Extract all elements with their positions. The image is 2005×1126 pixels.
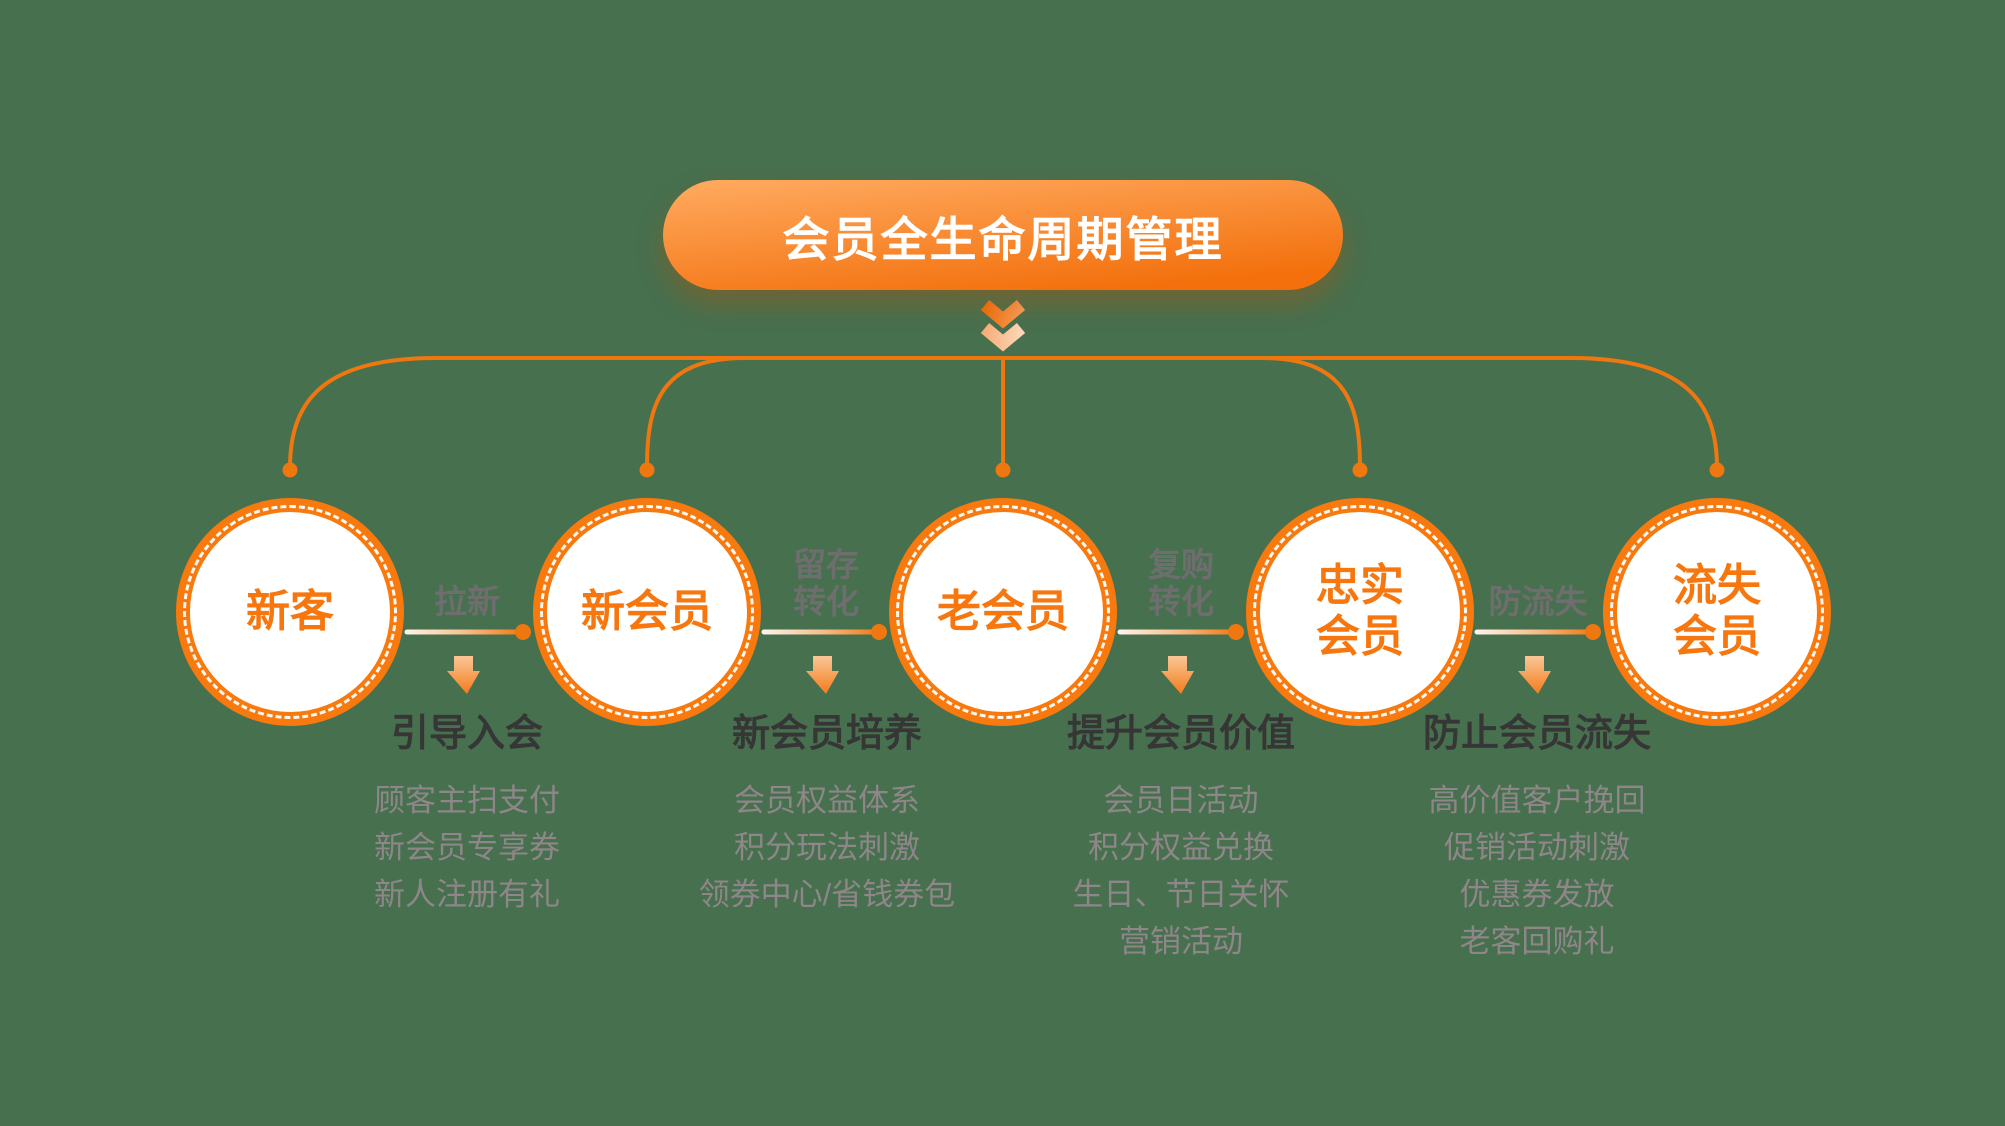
list-item: 优惠券发放 bbox=[1459, 877, 1615, 912]
circle-label: 忠实 会员 bbox=[1316, 561, 1404, 661]
chevron-down-icon bbox=[980, 300, 1026, 352]
branch-drop-4 bbox=[1261, 356, 1362, 469]
list-item: 积分权益兑换 bbox=[1088, 830, 1274, 865]
branch-lines bbox=[288, 356, 1719, 469]
branch-end-dots bbox=[282, 462, 1725, 478]
column-heading-value: 提升会员价值 bbox=[1066, 713, 1296, 755]
transition-label-anti-churn: 防流失 bbox=[1488, 583, 1588, 621]
column-items-prevention: 高价值客户挽回 促销活动刺激 优惠券发放 老客回购礼 bbox=[1429, 777, 1646, 965]
arrow-down-icon bbox=[806, 656, 839, 694]
arrow-down-icon bbox=[1161, 656, 1194, 694]
list-item: 生日、节日关怀 bbox=[1072, 877, 1290, 912]
column-heading-prevention: 防止会员流失 bbox=[1422, 713, 1652, 755]
list-item: 新人注册有礼 bbox=[374, 877, 560, 912]
column-heading-onboarding: 引导入会 bbox=[390, 713, 544, 755]
column-items-onboarding: 顾客主扫支付 新会员专享券 新人注册有礼 bbox=[374, 777, 560, 918]
list-item: 新会员专享券 bbox=[374, 830, 560, 865]
circle-label: 新客 bbox=[246, 586, 334, 636]
circle-label: 新会员 bbox=[581, 586, 713, 636]
page-title: 会员全生命周期管理 bbox=[782, 212, 1224, 266]
arrow-down-icons bbox=[447, 656, 1551, 694]
list-item: 老客回购礼 bbox=[1459, 924, 1615, 959]
arrow-down-icon bbox=[447, 656, 480, 694]
column-items-nurture: 会员权益体系 积分玩法刺激 领券中心/省钱券包 bbox=[699, 777, 956, 918]
list-item: 会员日活动 bbox=[1103, 783, 1259, 818]
circle-churned-member: 流失 会员 bbox=[1603, 498, 1831, 726]
list-item: 促销活动刺激 bbox=[1444, 830, 1630, 865]
column-heading-nurture: 新会员培养 bbox=[731, 713, 923, 755]
circle-old-member: 老会员 bbox=[889, 498, 1117, 726]
connector-dots bbox=[515, 624, 1601, 640]
list-item: 顾客主扫支付 bbox=[374, 783, 560, 818]
circle-new-member: 新会员 bbox=[533, 498, 761, 726]
transition-label-acquire: 拉新 bbox=[434, 583, 500, 621]
list-item: 会员权益体系 bbox=[734, 783, 920, 818]
circle-label: 流失 会员 bbox=[1673, 561, 1761, 661]
circle-loyal-member: 忠实 会员 bbox=[1246, 498, 1474, 726]
branch-drop-2 bbox=[645, 356, 746, 469]
list-item: 高价值客户挽回 bbox=[1428, 783, 1646, 818]
transition-label-repurchase: 复购 转化 bbox=[1148, 546, 1214, 621]
list-item: 营销活动 bbox=[1119, 924, 1243, 959]
arrow-down-icon bbox=[1518, 656, 1551, 694]
circle-new-customer: 新客 bbox=[176, 498, 404, 726]
circle-label: 老会员 bbox=[937, 586, 1069, 636]
transition-label-retain: 留存 转化 bbox=[793, 546, 859, 621]
title-banner: 会员全生命周期管理 bbox=[663, 180, 1343, 290]
list-item: 积分玩法刺激 bbox=[734, 830, 920, 865]
column-items-value: 会员日活动 积分权益兑换 生日、节日关怀 营销活动 bbox=[1073, 777, 1290, 965]
list-item: 领券中心/省钱券包 bbox=[698, 877, 956, 912]
